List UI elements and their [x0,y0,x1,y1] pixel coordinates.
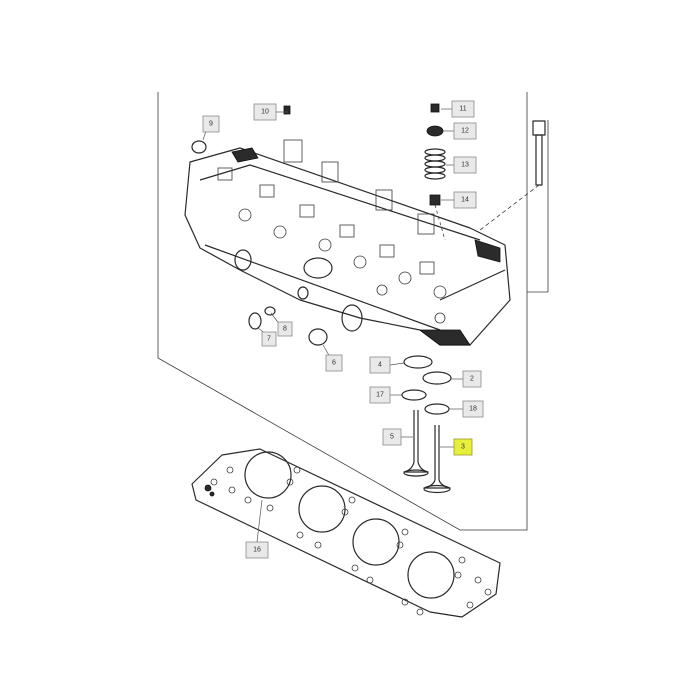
callout-3[interactable]: 3 [453,438,473,456]
callout-label: 4 [378,362,382,369]
callout-label: 18 [469,406,477,413]
callout-17[interactable]: 17 [369,386,391,404]
head-bolt [479,120,546,231]
callout-label: 6 [332,360,336,367]
callout-13[interactable]: 13 [453,156,477,174]
callout-4[interactable]: 4 [369,356,391,374]
callout-label: 13 [461,162,469,169]
callout-2[interactable]: 2 [462,370,482,388]
valve-seals [401,355,452,415]
leader-lines [202,108,463,543]
callout-14[interactable]: 14 [453,191,477,209]
cylinder-head [184,139,511,346]
callout-6[interactable]: 6 [325,354,343,372]
callout-12[interactable]: 12 [453,122,477,140]
frame-lines [157,92,549,531]
callout-18[interactable]: 18 [462,400,484,418]
callout-10[interactable]: 10 [253,103,277,121]
callout-8[interactable]: 8 [277,321,293,337]
callout-label: 11 [459,106,466,113]
callout-label: 17 [376,392,384,399]
callout-9[interactable]: 9 [202,115,220,133]
callout-label: 2 [470,376,474,383]
callout-label: 5 [390,434,394,441]
callout-label: 7 [267,336,271,343]
callout-label: 10 [261,109,269,116]
small-parts [191,105,328,346]
valves [403,410,451,494]
callout-label: 9 [209,121,213,128]
callout-label: 8 [283,326,287,333]
head-gasket [191,448,501,618]
callout-11[interactable]: 11 [451,100,475,118]
callout-label: 14 [461,197,469,204]
callout-label: 3 [461,444,465,451]
callout-5[interactable]: 5 [382,428,402,446]
valve-spring-parts [424,103,446,241]
callout-label: 12 [461,128,469,135]
callout-7[interactable]: 7 [261,331,277,347]
callout-label: 16 [253,547,261,554]
callout-16[interactable]: 16 [245,541,269,559]
